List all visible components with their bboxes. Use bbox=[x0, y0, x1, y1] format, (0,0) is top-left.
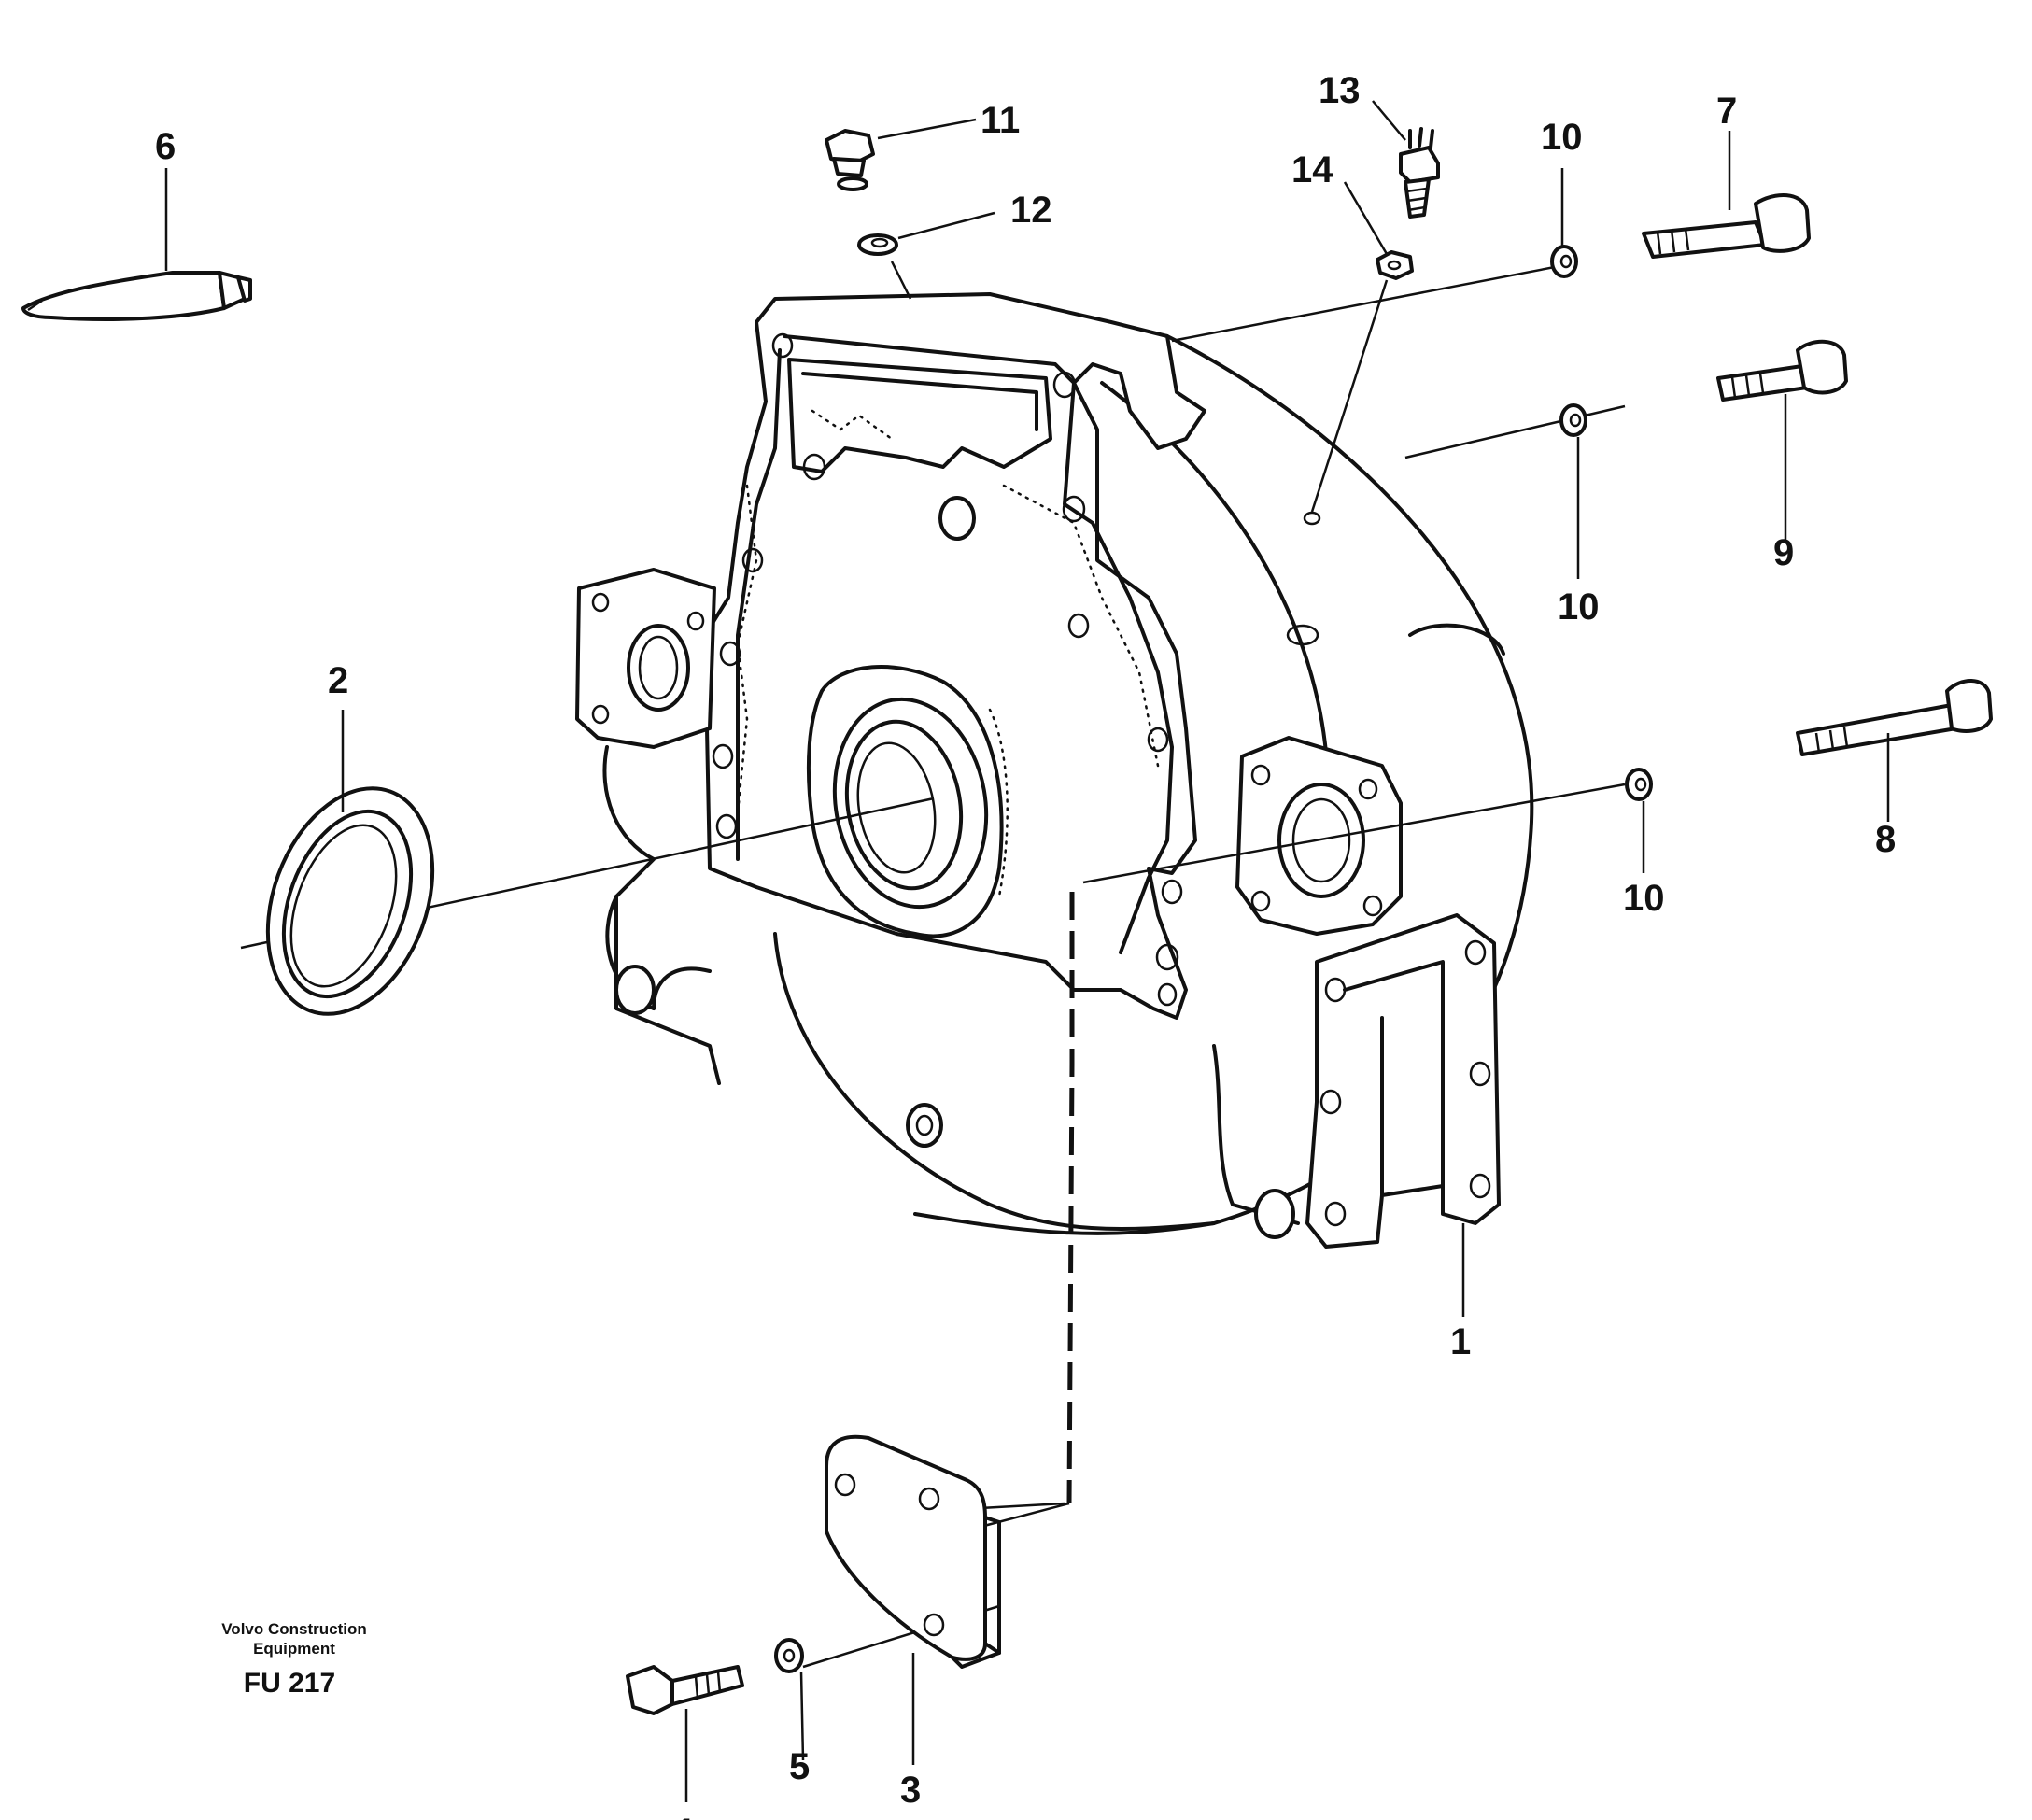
lower-mounting-foot bbox=[1212, 913, 1501, 1249]
left-port-boss bbox=[575, 568, 716, 1010]
cover-washer bbox=[774, 1638, 804, 1673]
callout-1: 1 bbox=[1450, 1321, 1471, 1362]
washer-upper bbox=[1550, 245, 1578, 278]
callout-labels: 1 2 3 4 5 6 7 8 9 10 10 10 11 12 13 14 bbox=[155, 70, 1896, 1820]
sensor bbox=[1399, 127, 1440, 219]
callout-7: 7 bbox=[1716, 91, 1737, 132]
brand-line-2: Equipment bbox=[253, 1640, 335, 1658]
figure-code: FU 217 bbox=[244, 1668, 335, 1699]
callout-4: 4 bbox=[672, 1812, 694, 1820]
leader-lines bbox=[240, 261, 1626, 1669]
callout-6: 6 bbox=[155, 126, 176, 167]
upper-bolt bbox=[1642, 192, 1811, 259]
washer-lower bbox=[1625, 768, 1653, 801]
callout-10-top: 10 bbox=[1541, 117, 1583, 158]
brand-line-1: Volvo Construction bbox=[221, 1620, 367, 1638]
callout-9: 9 bbox=[1773, 532, 1794, 573]
callout-8: 8 bbox=[1875, 819, 1896, 860]
middle-bolt bbox=[1716, 339, 1848, 402]
cover-plate bbox=[825, 1434, 1001, 1669]
flywheel-housing bbox=[575, 292, 1534, 1249]
callout-3: 3 bbox=[900, 1770, 921, 1811]
plug bbox=[825, 129, 875, 191]
callout-leaders bbox=[164, 100, 1890, 1802]
cover-bolt bbox=[626, 1665, 744, 1715]
plug-seal-washer bbox=[857, 233, 898, 256]
callout-10-middle: 10 bbox=[1558, 586, 1600, 628]
right-port-boss bbox=[1235, 736, 1403, 936]
figure-caption: Volvo Construction Equipment FU 217 bbox=[221, 1620, 367, 1699]
callout-2: 2 bbox=[328, 660, 348, 701]
washer-middle bbox=[1559, 403, 1588, 437]
sensor-nut bbox=[1376, 250, 1414, 280]
callout-12: 12 bbox=[1010, 190, 1052, 231]
sealant-tube bbox=[21, 271, 252, 321]
callout-5: 5 bbox=[789, 1746, 810, 1787]
seal-ring bbox=[265, 786, 435, 1016]
callout-11: 11 bbox=[981, 100, 1020, 141]
callout-13: 13 bbox=[1319, 70, 1361, 111]
callout-14: 14 bbox=[1291, 149, 1334, 190]
callout-10-bottom: 10 bbox=[1623, 878, 1665, 919]
long-bolt bbox=[1796, 679, 1993, 756]
center-bore bbox=[806, 665, 1009, 938]
